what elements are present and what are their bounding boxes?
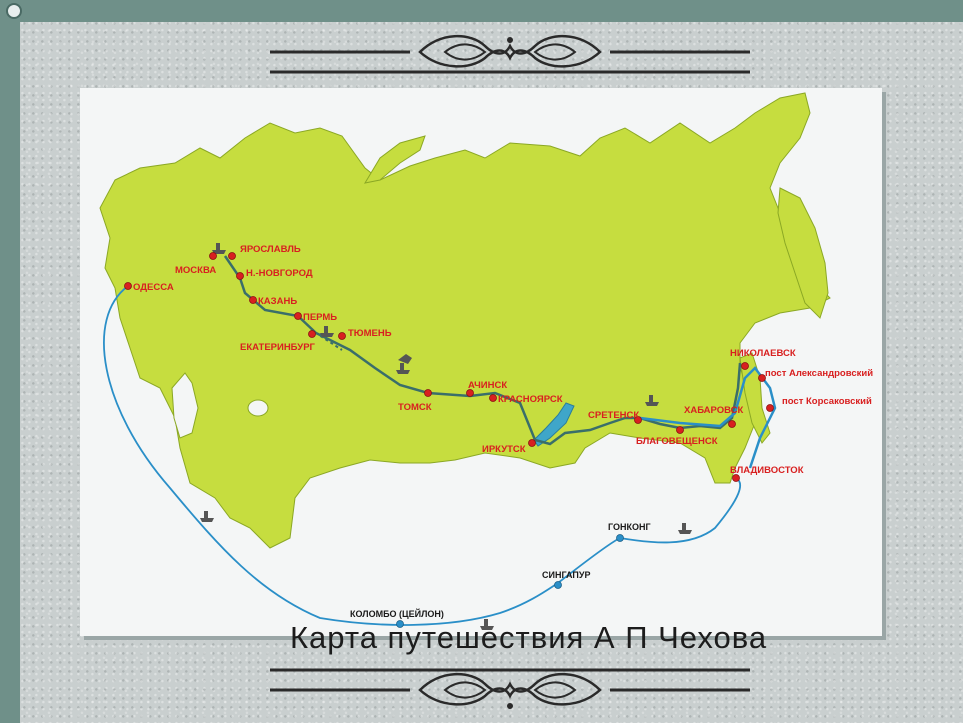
label-post-alexandrovsky: пост Александровский [765, 368, 873, 379]
port-dot-hongkong [616, 534, 624, 542]
amur-route [639, 366, 777, 469]
label-tomsk: ТОМСК [398, 402, 432, 413]
label-nikolaevsk: НИКОЛАЕВСК [730, 348, 796, 359]
city-dot-krasnoyarsk [489, 394, 497, 402]
label-krasnoyarsk: КРАСНОЯРСК [498, 394, 563, 405]
city-dot-moskva [209, 252, 217, 260]
label-kazan: КАЗАНЬ [258, 296, 297, 307]
label-ekaterinburg: ЕКАТЕРИНБУРГ [240, 342, 316, 353]
port-dot-colombo [396, 620, 404, 628]
ship-icon [396, 363, 410, 374]
label-achinsk: АЧИНСК [468, 380, 507, 391]
label-moskva: МОСКВА [175, 265, 216, 276]
sea-route [103, 285, 742, 626]
city-dot-alexandrovsky [758, 374, 766, 382]
port-dot-singapore [554, 581, 562, 589]
label-sretensk: СРЕТЕНСК [588, 410, 639, 421]
ship-icon [200, 511, 214, 522]
land-route-dashed [297, 315, 343, 351]
label-nnovgorod: Н.-НОВГОРОД [246, 268, 313, 279]
label-yaroslavl: ЯРОСЛАВЛЬ [240, 244, 301, 255]
carriage-icon [398, 354, 412, 364]
left-band [0, 0, 20, 723]
label-singapore: СИНГАПУР [542, 570, 590, 580]
city-dot-tomsk [424, 389, 432, 397]
city-dot-nikolaevsk [741, 362, 749, 370]
lake-baikal [533, 402, 575, 447]
city-markers [124, 252, 774, 482]
city-dot-tyumen [338, 332, 346, 340]
label-perm: ПЕРМЬ [303, 312, 337, 323]
city-dot-achinsk [466, 389, 474, 397]
map-caption: Карта путешествия А П Чехова [290, 620, 768, 655]
city-dot-ekaterinburg [308, 330, 316, 338]
city-dot-nnovgorod [236, 272, 244, 280]
label-hongkong: ГОНКОНГ [608, 522, 651, 532]
bottom-ornament [270, 668, 750, 709]
label-vladivostok: ВЛАДИВОСТОК [730, 465, 804, 476]
russia-map: ОДЕССА МОСКВА ЯРОСЛАВЛЬ Н.-НОВГОРОД КАЗА… [99, 92, 873, 630]
ship-icon [480, 619, 494, 630]
city-dot-kazan [249, 296, 257, 304]
novaya-zemlya [363, 135, 426, 184]
city-dot-sretensk [634, 416, 642, 424]
city-dot-yaroslavl [228, 252, 236, 260]
corner-circle-icon [6, 3, 22, 19]
city-dot-blagoveshchensk [676, 426, 684, 434]
port-markers [396, 534, 624, 628]
top-band [0, 0, 963, 22]
label-blagoveshchensk: БЛАГОВЕЩЕНСК [636, 436, 718, 447]
label-tyumen: ТЮМЕНЬ [348, 328, 392, 339]
city-dot-vladivostok [732, 474, 740, 482]
city-dot-odessa [124, 282, 132, 290]
kamchatka [777, 187, 829, 319]
city-dot-perm [294, 312, 302, 320]
label-irkutsk: ИРКУТСК [482, 444, 526, 455]
ship-icon [320, 326, 334, 337]
aral-sea [247, 399, 269, 417]
label-colombo: КОЛОМБО (ЦЕЙЛОН) [350, 608, 444, 619]
top-ornament [270, 34, 750, 74]
ship-icon [678, 523, 692, 534]
label-odessa: ОДЕССА [133, 282, 174, 293]
caspian-sea [171, 372, 199, 439]
ship-icon [645, 395, 659, 406]
ship-icon [212, 243, 226, 254]
city-dot-korsakovsky [766, 404, 774, 412]
label-khabarovsk: ХАБАРОВСК [684, 405, 743, 416]
city-dot-irkutsk [528, 439, 536, 447]
city-dot-khabarovsk [728, 420, 736, 428]
map-frame: ОДЕССА МОСКВА ЯРОСЛАВЛЬ Н.-НОВГОРОД КАЗА… [80, 88, 882, 636]
label-post-korsakovsky: пост Корсаковский [782, 396, 872, 407]
land-mass [99, 92, 831, 549]
